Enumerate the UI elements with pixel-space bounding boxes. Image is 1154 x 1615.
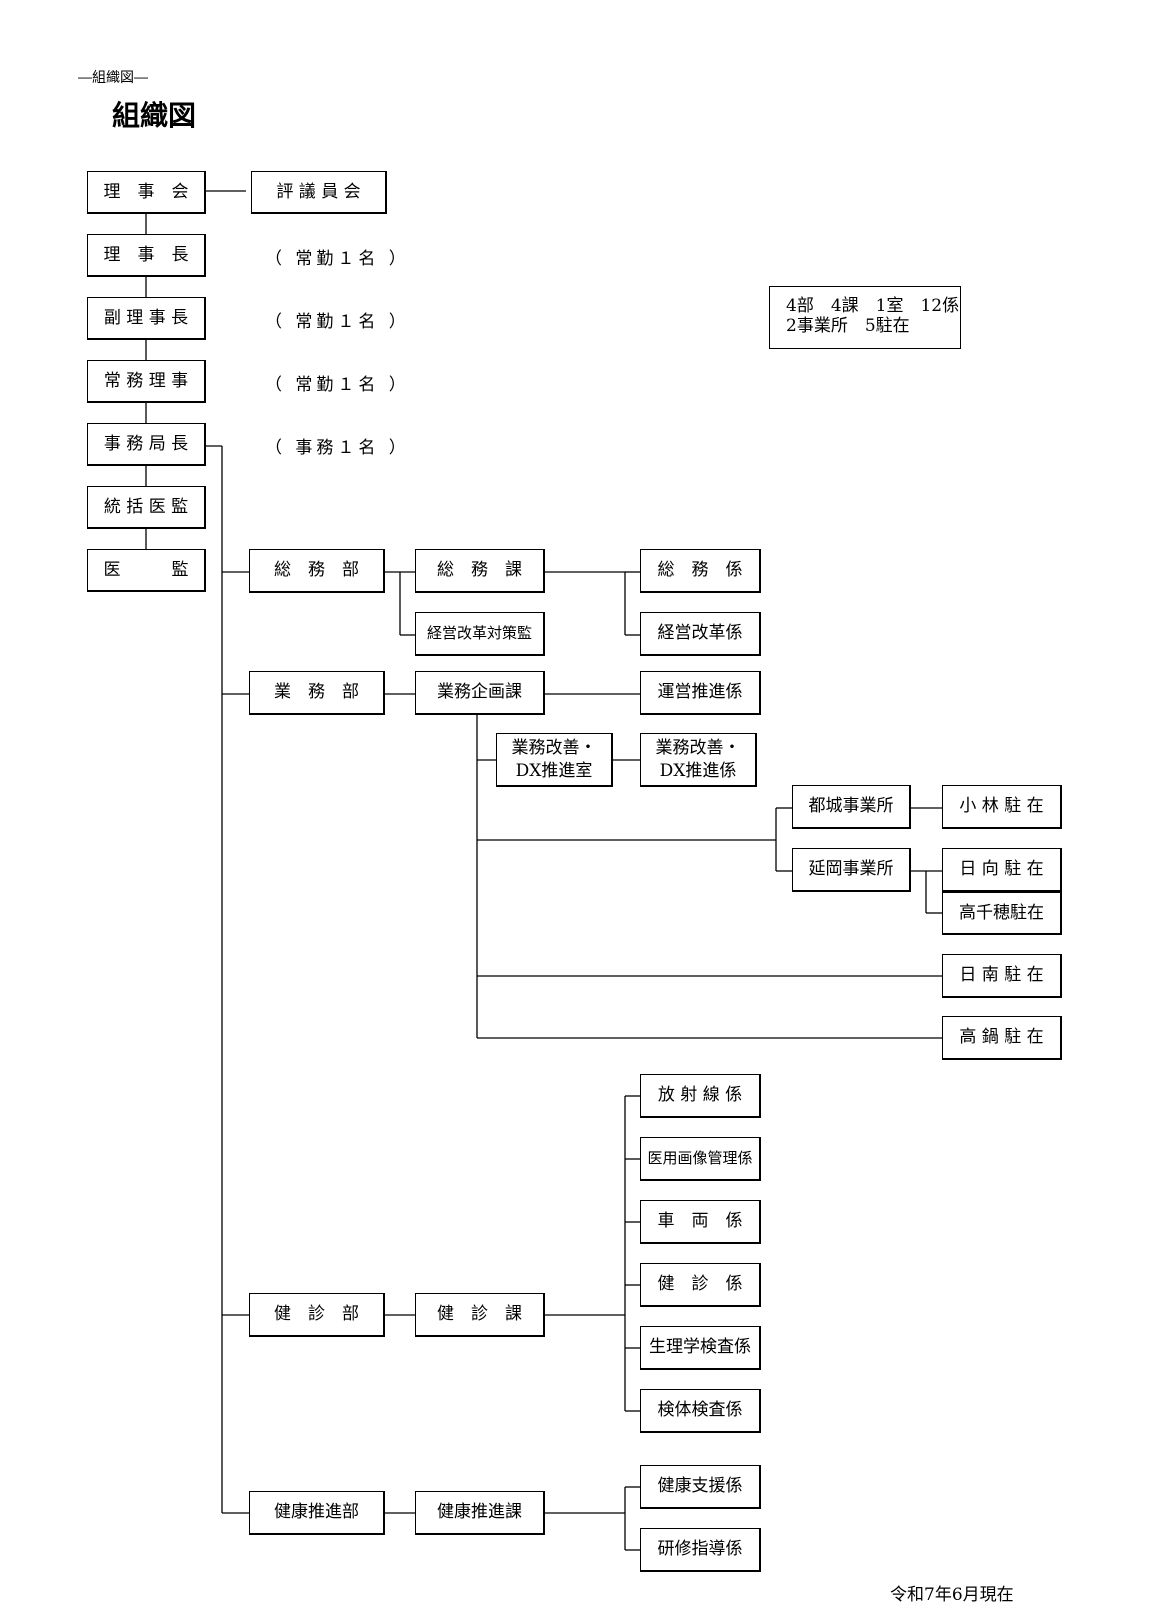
training-unit-box: 研修指導係 (640, 1528, 761, 1572)
reform-officer-box: 経営改革対策監 (415, 612, 545, 656)
specimen-unit-box: 検体検査係 (640, 1389, 761, 1433)
miyakonojo-office-box: 都城事業所 (792, 785, 911, 829)
nobeoka-office-box: 延岡事業所 (792, 848, 911, 892)
vice-chairman-box: 副 理 事 長 (87, 297, 206, 340)
promotion-unit-box: 運営推進係 (640, 671, 761, 715)
health-promotion-department-box: 健康推進部 (249, 1491, 385, 1535)
as-of-date: 令和7年6月現在 (890, 1585, 1014, 1605)
general-affairs-unit-box: 総 務 係 (640, 549, 761, 593)
chief-medical-box: 統 括 医 監 (87, 486, 206, 529)
checkup-unit-box: 健 診 係 (640, 1263, 761, 1307)
general-affairs-section-box: 総 務 課 (415, 549, 545, 593)
general-affairs-department-box: 総 務 部 (249, 549, 385, 593)
checkup-section-box: 健 診 課 (415, 1293, 545, 1337)
secretary-general-box: 事 務 局 長 (87, 423, 206, 466)
summary-box: 4部 4課 1室 12係 2事業所 5駐在 (769, 286, 961, 349)
operations-section-box: 業務企画課 (415, 671, 545, 715)
dx-unit-box: 業務改善・ DX推進係 (640, 733, 757, 787)
vehicle-unit-box: 車 両 係 (640, 1200, 761, 1244)
vice-chairman-note: （ 常勤１名 ） (265, 312, 410, 332)
physiology-unit-box: 生理学検査係 (640, 1326, 761, 1370)
reform-unit-box: 経営改革係 (640, 612, 761, 656)
chairman-box: 理 事 長 (87, 234, 206, 277)
secretary-general-note: （ 事務１名 ） (265, 438, 410, 458)
executive-director-box: 常 務 理 事 (87, 360, 206, 403)
page-title: 組織図 (112, 99, 197, 132)
executive-director-note: （ 常勤１名 ） (265, 375, 410, 395)
radiology-unit-box: 放 射 線 係 (640, 1074, 761, 1118)
takachiho-post-box: 高千穂駐在 (942, 892, 1062, 935)
checkup-department-box: 健 診 部 (249, 1293, 385, 1337)
dx-office-box: 業務改善・ DX推進室 (496, 733, 613, 787)
operations-department-box: 業 務 部 (249, 671, 385, 715)
board-box: 理 事 会 (87, 171, 206, 214)
medical-supervisor-box: 医 監 (87, 549, 206, 592)
header-caption: ―組織図― (78, 70, 148, 86)
hyuga-post-box: 日 向 駐 在 (942, 848, 1062, 892)
takanabe-post-box: 高 鍋 駐 在 (942, 1016, 1062, 1060)
health-promotion-section-box: 健康推進課 (415, 1491, 545, 1535)
chairman-note: （ 常勤１名 ） (265, 249, 410, 269)
health-support-unit-box: 健康支援係 (640, 1465, 761, 1509)
nichinan-post-box: 日 南 駐 在 (942, 954, 1062, 998)
medical-imaging-unit-box: 医用画像管理係 (640, 1137, 761, 1181)
council-box: 評 議 員 会 (251, 171, 387, 214)
kobayashi-post-box: 小 林 駐 在 (942, 785, 1062, 829)
